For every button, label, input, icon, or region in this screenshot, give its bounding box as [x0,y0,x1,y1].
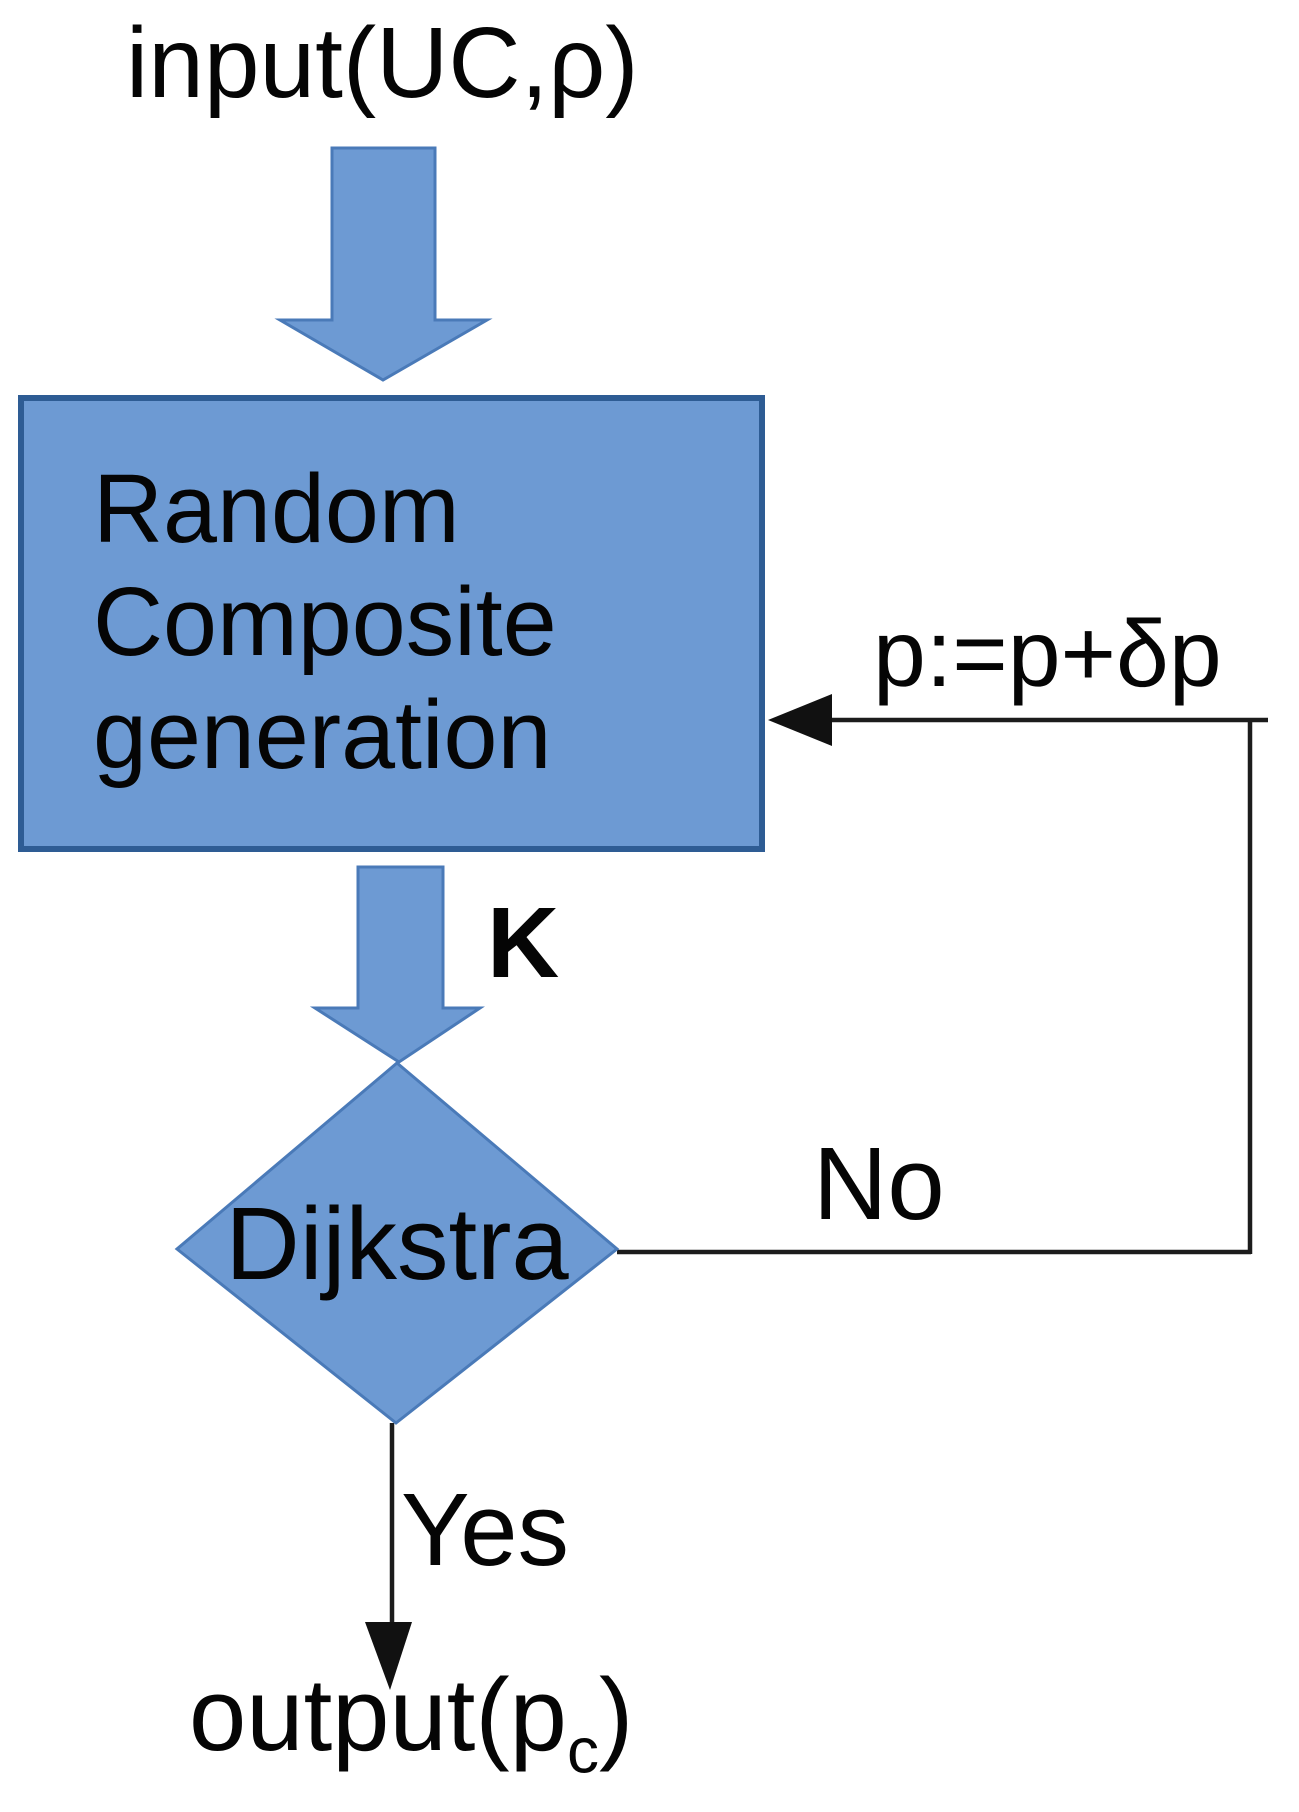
block-arrow-down-1-icon [274,146,493,382]
decision-diamond [174,1061,620,1425]
output-label-main: output(p [189,1657,567,1772]
process-box [18,395,765,852]
no-branch-label: No [813,1126,945,1241]
process-box-label: Random Composite generation [93,454,557,789]
yes-branch-label: Yes [401,1472,570,1587]
loop-arrowhead-left-icon [768,694,832,746]
output-label-subscript: c [566,1714,599,1787]
output-label: output(pc) [189,1663,633,1782]
yes-arrowhead-down-icon [365,1622,412,1690]
output-label-close: ) [598,1657,634,1772]
k-label: K [487,887,560,999]
input-label: input(UC,ρ) [126,7,639,119]
decision-label: Dijkstra [225,1186,569,1301]
block-arrow-down-2-icon [309,865,485,1064]
loop-increment-label: p:=p+δp [873,601,1222,707]
